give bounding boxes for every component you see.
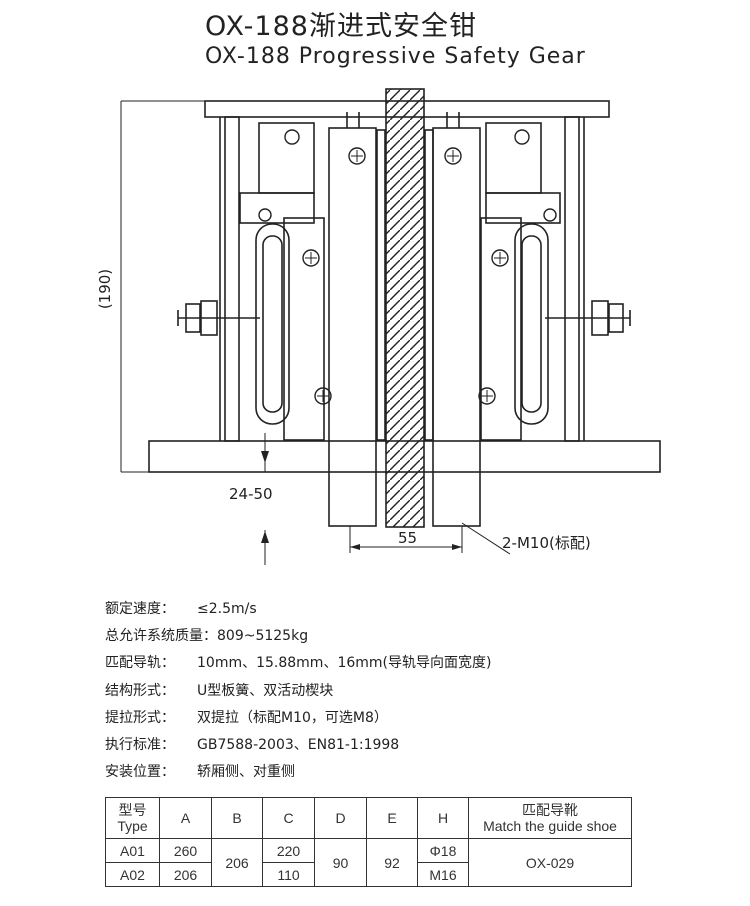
header-e: E bbox=[366, 797, 418, 839]
dim-width-label: 55 bbox=[398, 529, 417, 547]
header-b: B bbox=[211, 797, 263, 839]
spec-label: 结构形式： bbox=[105, 682, 175, 699]
bolt-hole bbox=[348, 147, 366, 165]
right-frame-wall bbox=[564, 116, 580, 442]
right-lower-bracket bbox=[485, 192, 561, 224]
spec-label: 安装位置： bbox=[105, 764, 175, 781]
cell-c: 220 bbox=[262, 838, 315, 863]
spec-label: 总允许系统质量： bbox=[105, 628, 217, 645]
left-wedge-block bbox=[283, 217, 325, 441]
left-wedge-arm bbox=[328, 127, 377, 527]
title-english: OX-188 Progressive Safety Gear bbox=[205, 44, 586, 69]
right-nut bbox=[591, 300, 609, 336]
left-nut bbox=[185, 303, 201, 333]
right-upper-bracket bbox=[485, 122, 542, 194]
header-h: H bbox=[417, 797, 469, 839]
cell-c: 110 bbox=[262, 862, 315, 887]
table-row: A02 206 110 M16 bbox=[105, 862, 632, 887]
bolt-hole bbox=[478, 387, 496, 405]
left-frame-wall bbox=[224, 116, 240, 442]
technical-drawing: (190) 24-50 55 2-M10(标配) bbox=[96, 88, 661, 565]
cell-a: 206 bbox=[159, 862, 212, 887]
spec-row: 执行标准： GB7588-2003、EN81-1:1998 bbox=[105, 732, 491, 759]
bolt-hole bbox=[444, 147, 462, 165]
dim-height-label: (190) bbox=[96, 269, 114, 309]
spec-list: 额定速度： ≤2.5m/s 总允许系统质量：809~5125kg 匹配导轨： 10m… bbox=[105, 596, 491, 786]
right-wedge-block bbox=[480, 217, 522, 441]
spec-row: 额定速度： ≤2.5m/s bbox=[105, 596, 491, 623]
bolt-hole bbox=[491, 249, 509, 267]
header-c: C bbox=[262, 797, 315, 839]
spec-value: GB7588-2003、EN81-1:1998 bbox=[197, 737, 400, 754]
dim-bolt-label: 2-M10(标配) bbox=[502, 534, 591, 552]
bolt-hole bbox=[302, 249, 320, 267]
right-spring-roller bbox=[514, 223, 549, 425]
spec-row: 安装位置： 轿厢侧、对重侧 bbox=[105, 759, 491, 786]
spec-row: 匹配导轨： 10mm、15.88mm、16mm(导轨导向面宽度) bbox=[105, 650, 491, 677]
spec-value: 双提拉（标配M10，可选M8） bbox=[197, 709, 388, 726]
cell-type: A02 bbox=[105, 862, 160, 887]
bolt-hole bbox=[314, 387, 332, 405]
spec-label: 提拉形式： bbox=[105, 709, 175, 726]
right-wedge-arm bbox=[432, 127, 481, 527]
spec-label: 额定速度： bbox=[105, 601, 175, 617]
spec-row: 总允许系统质量：809~5125kg bbox=[105, 623, 491, 650]
spec-value: 轿厢侧、对重侧 bbox=[197, 764, 295, 781]
cell-type: A01 bbox=[105, 838, 160, 863]
left-lower-bracket bbox=[239, 192, 315, 224]
header-d: D bbox=[314, 797, 367, 839]
left-spring-roller bbox=[255, 223, 290, 425]
spec-row: 提拉形式： 双提拉（标配M10，可选M8） bbox=[105, 705, 491, 732]
spec-row: 结构形式： U型板簧、双活动楔块 bbox=[105, 678, 491, 705]
cell-a: 260 bbox=[159, 838, 212, 863]
spec-label: 执行标准： bbox=[105, 737, 175, 754]
guide-rail bbox=[385, 88, 425, 528]
spec-label: 匹配导轨： bbox=[105, 655, 175, 672]
cell-guide-shoe: OX-029 bbox=[468, 838, 632, 887]
spec-value: U型板簧、双活动楔块 bbox=[197, 682, 334, 699]
spec-value: 809~5125kg bbox=[217, 628, 309, 645]
spec-value: ≤2.5m/s bbox=[197, 601, 257, 617]
title-chinese: OX-188渐进式安全钳 bbox=[205, 11, 477, 42]
table-row: A01 260 206 220 90 92 Φ18 OX-029 bbox=[105, 838, 632, 887]
header-a: A bbox=[159, 797, 212, 839]
spec-value: 10mm、15.88mm、16mm(导轨导向面宽度) bbox=[197, 655, 492, 672]
cell-h: Φ18 bbox=[417, 838, 469, 863]
cell-d: 90 bbox=[314, 838, 367, 887]
cell-b: 206 bbox=[211, 838, 263, 887]
cell-h: M16 bbox=[417, 862, 469, 887]
dim-stroke-label: 24-50 bbox=[229, 485, 273, 503]
cell-e: 92 bbox=[366, 838, 418, 887]
